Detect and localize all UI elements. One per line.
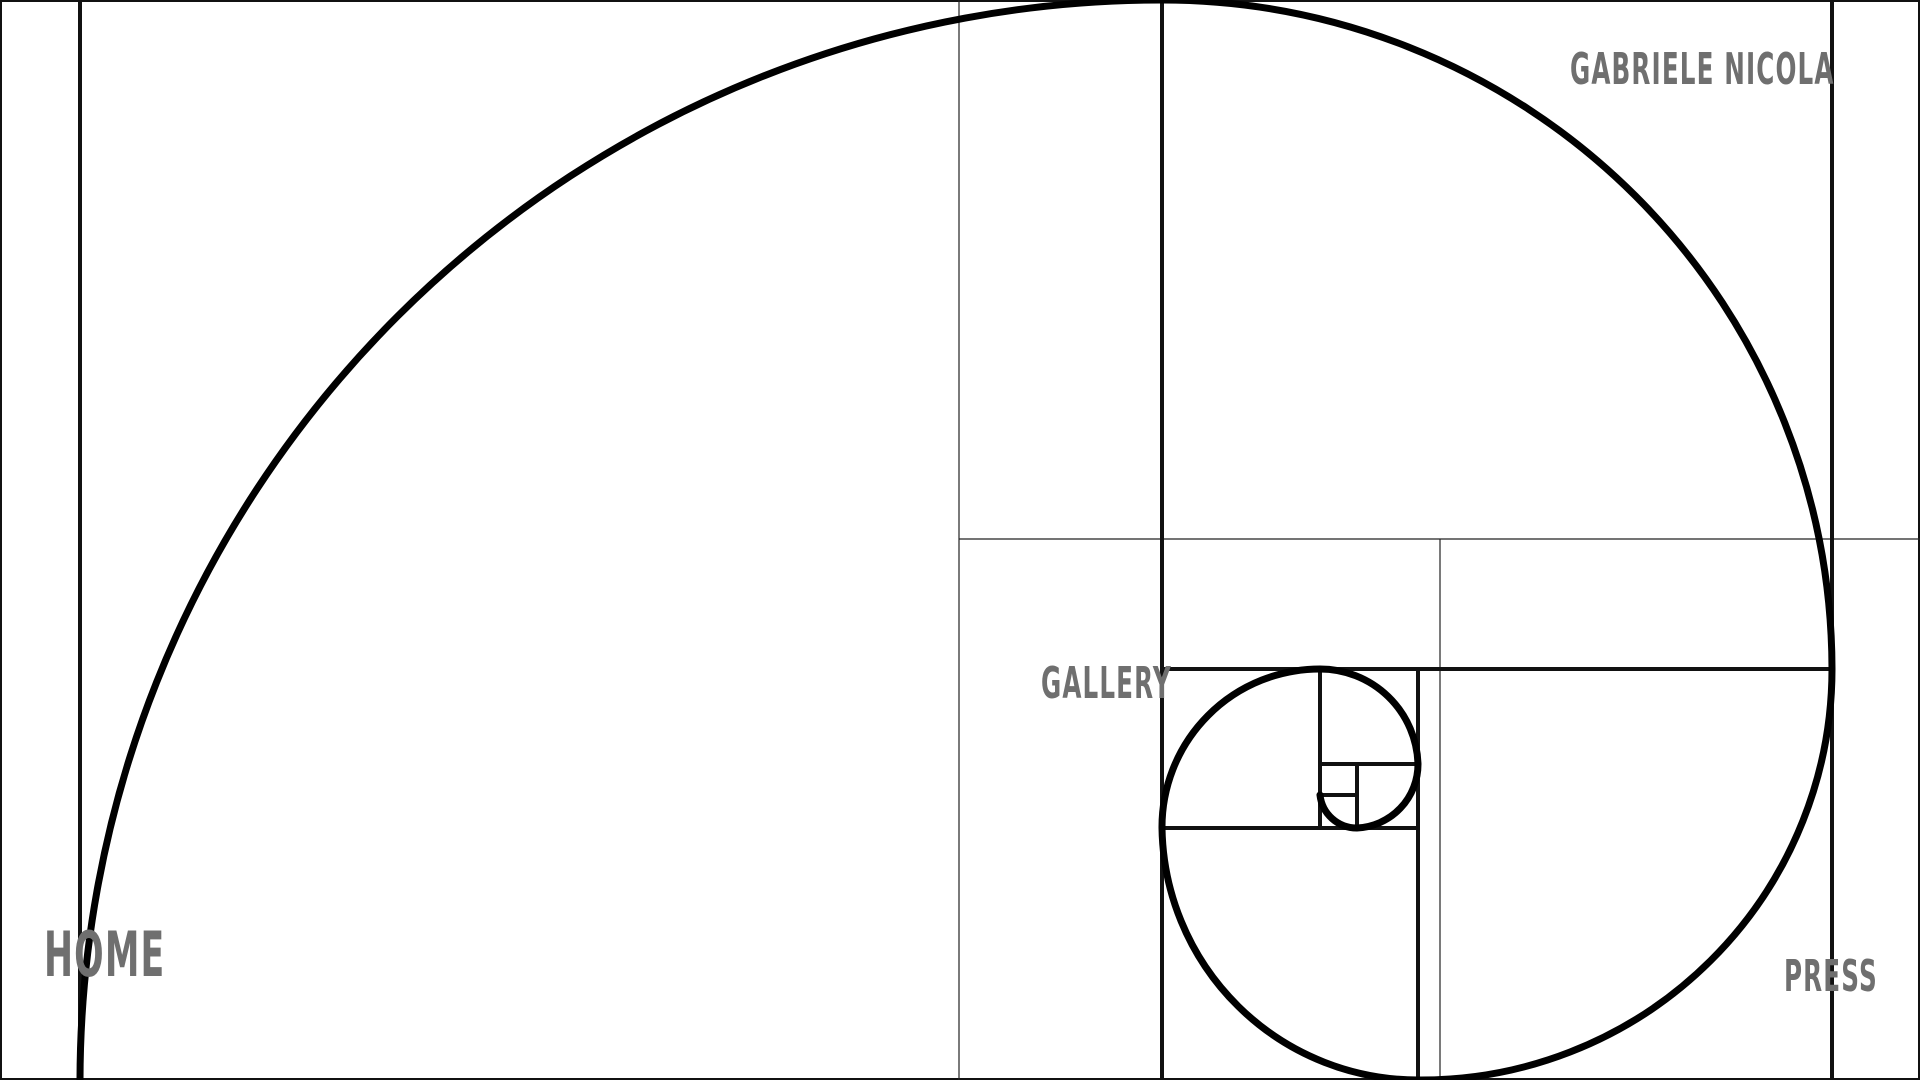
nav-gallery-link[interactable]: GALLERY: [1041, 658, 1172, 709]
golden-rectangle-lines: [78, 0, 1834, 1080]
site-title: GABRIELE NICOLA: [1570, 44, 1835, 95]
nav-home-link[interactable]: HOME: [44, 918, 166, 991]
nav-press-link[interactable]: PRESS: [1784, 951, 1878, 1002]
golden-spiral-curve: [76, 0, 1836, 1080]
construction-lines: [958, 0, 1920, 1080]
